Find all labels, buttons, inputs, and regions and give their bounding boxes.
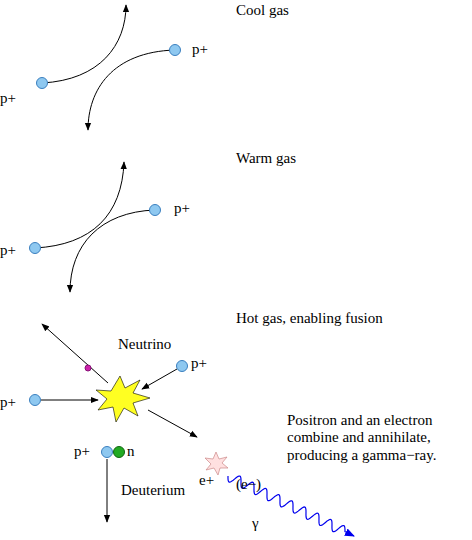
particle-label: p+ [192, 41, 208, 58]
particle-label: γ [252, 515, 259, 532]
deuterium-path [107, 459, 108, 522]
proton-path [42, 5, 126, 83]
proton-path [70, 210, 155, 292]
particle-label: p+ [0, 90, 16, 107]
particle-label: e+ [199, 472, 214, 489]
particle-label: Neutrino [118, 336, 171, 353]
proton-dots [30, 45, 188, 458]
particle-label: Deuterium [121, 482, 185, 499]
proton-path [35, 162, 124, 248]
proton-path [41, 400, 98, 401]
particle-label: p+ [0, 242, 16, 259]
proton [170, 45, 181, 56]
neutrino-dot [85, 365, 91, 371]
proton [30, 395, 41, 406]
proton [150, 205, 161, 216]
proton [177, 361, 188, 372]
particle-label: p+ [0, 394, 16, 411]
proton [102, 447, 113, 458]
particle-label: (e−) [236, 476, 261, 493]
annihilation-star [205, 452, 228, 475]
panel-title: Warm gas [236, 150, 296, 167]
particle-label: n [127, 443, 135, 460]
proton [30, 243, 41, 254]
neutron [114, 447, 125, 458]
fusion-star [96, 376, 150, 422]
particle-label: p+ [191, 355, 207, 372]
proton [37, 78, 48, 89]
panel-title: Hot gas, enabling fusion [236, 310, 383, 327]
trajectory-lines [35, 5, 197, 522]
note-text: Positron and an electron combine and ann… [287, 412, 468, 464]
particle-label: p+ [174, 200, 190, 217]
proton-path [88, 50, 175, 130]
proton-path [142, 369, 177, 389]
positron-path [148, 410, 197, 437]
panel-title: Cool gas [236, 2, 289, 19]
gamma-ray-wave [228, 476, 354, 536]
neutrino-path [42, 324, 108, 383]
particle-label: p+ [74, 443, 90, 460]
